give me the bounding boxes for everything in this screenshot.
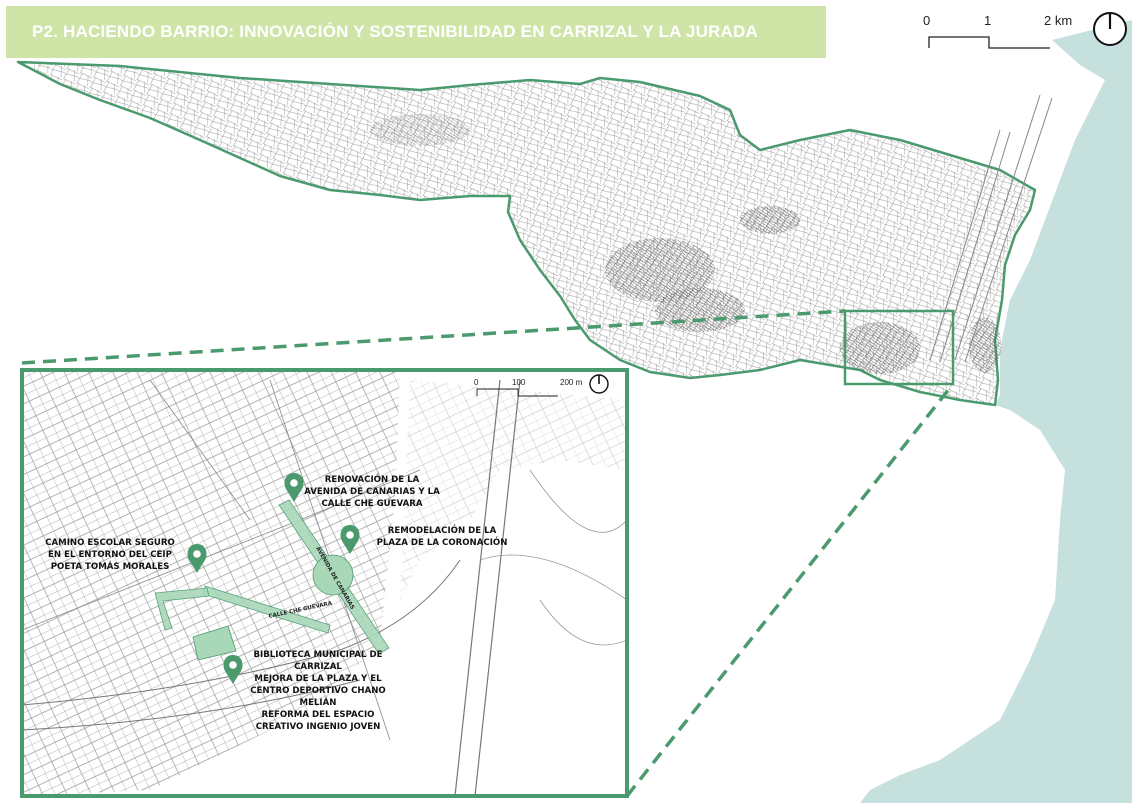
annotation-biblioteca: BIBLIOTECA MUNICIPAL DE CARRIZAL MEJORA …: [250, 650, 386, 732]
connector-bottom: [625, 382, 955, 798]
inset-scale-label-1: 100: [512, 378, 526, 387]
map-pin-icon: [187, 544, 207, 573]
title-banner: P2. HACIENDO BARRIO: INNOVACIÓN Y SOSTEN…: [6, 6, 826, 58]
annotation-line: AVENIDA DE CANARIAS Y LA: [304, 487, 440, 497]
connector-top: [21, 309, 846, 365]
annotation-line: EN EL ENTORNO DEL CEIP: [48, 550, 172, 560]
zoom-extent: [843, 309, 955, 386]
page-title: P2. HACIENDO BARRIO: INNOVACIÓN Y SOSTEN…: [32, 22, 758, 41]
map-pin-icon: [284, 473, 304, 502]
map-pin-icon: [223, 655, 243, 684]
annotation-line: MELIÁN: [300, 696, 337, 708]
intervention-areas: [154, 499, 390, 661]
annotation-line: REMODELACIÓN DE LA: [388, 524, 497, 536]
annotation-line: CALLE CHE GUEVARA: [321, 499, 422, 509]
main-scale-label-2: 2 km: [1044, 13, 1072, 28]
annotation-remodelacion: REMODELACIÓN DE LA PLAZA DE LA CORONACIÓ…: [377, 524, 508, 548]
inset-scale-label-2: 200 m: [560, 378, 583, 387]
annotation-line: CARRIZAL: [294, 662, 342, 672]
municipality-area: [16, 60, 1037, 407]
inset-scale-bar: 0 100 200 m: [474, 378, 583, 397]
main-scale-label-0: 0: [923, 13, 930, 28]
annotation-line: CAMINO ESCOLAR SEGURO: [45, 538, 175, 548]
north-arrow-icon: [1093, 12, 1127, 46]
north-arrow-icon: [589, 374, 609, 394]
map-pin-icon: [340, 525, 360, 554]
annotation-renovacion: RENOVACIÓN DE LA AVENIDA DE CANARIAS Y L…: [304, 473, 440, 509]
runway-lines: [929, 94, 1053, 363]
annotation-line: PLAZA DE LA CORONACIÓN: [377, 536, 508, 548]
annotation-line: REFORMA DEL ESPACIO: [262, 710, 375, 720]
annotation-line: MEJORA DE LA PLAZA Y EL: [254, 674, 382, 684]
inset-frame: [20, 368, 629, 798]
annotation-line: CENTRO DEPORTIVO CHANO: [250, 686, 386, 696]
main-scale-bar: 0 1 2 km: [923, 13, 1072, 49]
main-scale-label-1: 1: [984, 13, 991, 28]
annotation-line: POETA TOMÁS MORALES: [51, 560, 170, 572]
annotation-line: BIBLIOTECA MUNICIPAL DE: [253, 650, 382, 660]
inset-scale-label-0: 0: [474, 378, 479, 387]
annotation-camino: CAMINO ESCOLAR SEGURO EN EL ENTORNO DEL …: [45, 538, 175, 572]
inset-map: CALLE CHE GUEVARA AVENIDA DE CANARIAS: [20, 368, 629, 798]
annotation-line: RENOVACIÓN DE LA: [325, 473, 420, 485]
sea-area: [860, 20, 1132, 803]
annotation-line: CREATIVO INGENIO JOVEN: [256, 722, 381, 732]
